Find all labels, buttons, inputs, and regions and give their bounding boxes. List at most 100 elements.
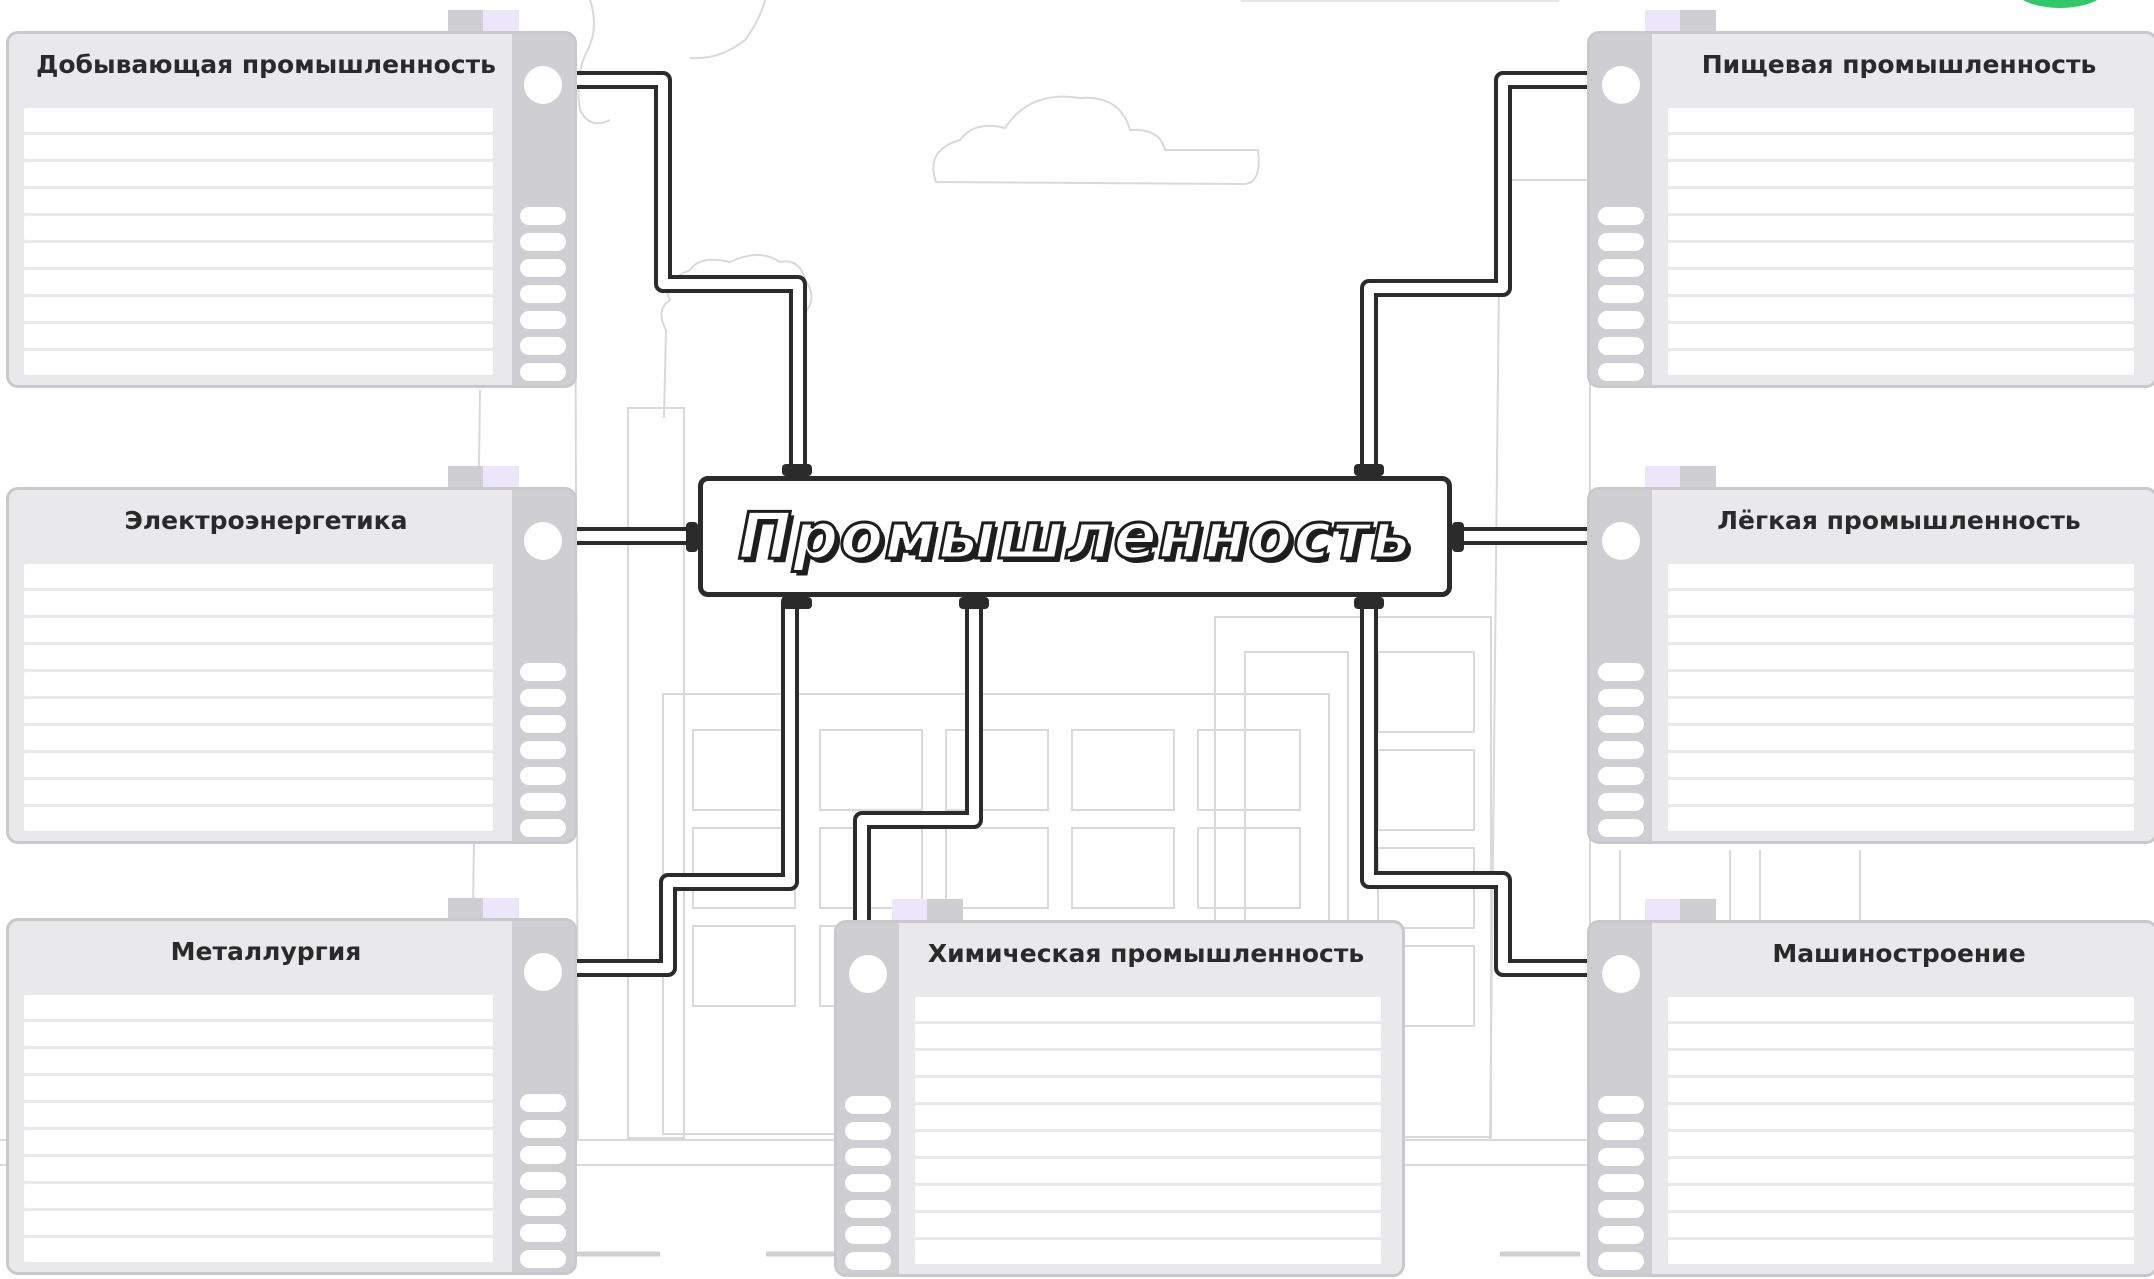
writing-line[interactable] <box>24 243 493 267</box>
spine-pin-icon <box>1598 1148 1644 1166</box>
writing-line[interactable] <box>1668 726 2134 750</box>
writing-line[interactable] <box>1668 1078 2134 1102</box>
writing-line[interactable] <box>1668 1240 2134 1264</box>
writing-line[interactable] <box>915 1186 1381 1210</box>
spine-pin-icon <box>1598 311 1644 329</box>
spine-pin-icon <box>520 793 566 811</box>
writing-line[interactable] <box>24 672 493 696</box>
writing-line[interactable] <box>1668 243 2134 267</box>
writing-line[interactable] <box>24 135 493 159</box>
writing-line[interactable] <box>915 1024 1381 1048</box>
writing-line[interactable] <box>1668 807 2134 831</box>
writing-line[interactable] <box>24 564 493 588</box>
writing-line[interactable] <box>1668 1186 2134 1210</box>
writing-line[interactable] <box>1668 351 2134 375</box>
writing-lines <box>24 995 493 1262</box>
writing-line[interactable] <box>24 1211 493 1235</box>
writing-line[interactable] <box>1668 753 2134 777</box>
writing-line[interactable] <box>915 1240 1381 1264</box>
spine-pin-icon <box>520 285 566 303</box>
writing-lines <box>1668 564 2134 831</box>
writing-line[interactable] <box>24 108 493 132</box>
spine-pin-icon <box>520 1224 566 1242</box>
writing-line[interactable] <box>24 1238 493 1262</box>
spine-pin-icon <box>845 1200 891 1218</box>
writing-line[interactable] <box>24 189 493 213</box>
writing-line[interactable] <box>1668 1132 2134 1156</box>
branch-card-metallurgy: Металлургия <box>6 918 577 1275</box>
writing-line[interactable] <box>24 1022 493 1046</box>
writing-line[interactable] <box>1668 1051 2134 1075</box>
spine-pin-icon <box>1598 819 1644 837</box>
writing-line[interactable] <box>1668 270 2134 294</box>
writing-line[interactable] <box>24 780 493 804</box>
writing-line[interactable] <box>24 699 493 723</box>
spine-pin-icon <box>1598 715 1644 733</box>
spine-pin-icon <box>1598 233 1644 251</box>
spine-pin-icon <box>520 233 566 251</box>
writing-line[interactable] <box>24 1103 493 1127</box>
writing-line[interactable] <box>24 162 493 186</box>
writing-line[interactable] <box>915 1078 1381 1102</box>
writing-line[interactable] <box>1668 645 2134 669</box>
writing-line[interactable] <box>1668 564 2134 588</box>
writing-line[interactable] <box>24 645 493 669</box>
spine-pin-icon <box>1598 1174 1644 1192</box>
writing-line[interactable] <box>1668 108 2134 132</box>
spine-pin-icon <box>845 1096 891 1114</box>
spine-pin-icon <box>520 715 566 733</box>
writing-line[interactable] <box>915 1132 1381 1156</box>
writing-line[interactable] <box>1668 997 2134 1021</box>
writing-line[interactable] <box>1668 189 2134 213</box>
writing-line[interactable] <box>915 997 1381 1021</box>
writing-line[interactable] <box>24 995 493 1019</box>
writing-line[interactable] <box>24 1130 493 1154</box>
writing-line[interactable] <box>24 1049 493 1073</box>
writing-line[interactable] <box>24 591 493 615</box>
writing-line[interactable] <box>24 324 493 348</box>
spine-pin-icon <box>520 207 566 225</box>
writing-line[interactable] <box>24 270 493 294</box>
spine-pin-icon <box>1598 1252 1644 1270</box>
writing-line[interactable] <box>1668 297 2134 321</box>
branch-card-mining: Добывающая промышленность <box>6 31 577 388</box>
writing-line[interactable] <box>1668 1024 2134 1048</box>
spine-pin-icon <box>520 1172 566 1190</box>
spine-pin-icon <box>1598 363 1644 381</box>
writing-line[interactable] <box>1668 324 2134 348</box>
writing-line[interactable] <box>1668 618 2134 642</box>
branch-card-light: Лёгкая промышленность <box>1587 487 2154 844</box>
writing-line[interactable] <box>915 1159 1381 1183</box>
writing-line[interactable] <box>24 1157 493 1181</box>
writing-line[interactable] <box>24 807 493 831</box>
writing-line[interactable] <box>24 726 493 750</box>
writing-line[interactable] <box>1668 1159 2134 1183</box>
writing-line[interactable] <box>915 1213 1381 1237</box>
writing-line[interactable] <box>1668 216 2134 240</box>
writing-line[interactable] <box>24 618 493 642</box>
spine-pin-icon <box>520 689 566 707</box>
writing-line[interactable] <box>915 1051 1381 1075</box>
pipe-machine <box>1369 602 1616 968</box>
writing-line[interactable] <box>915 1105 1381 1129</box>
writing-line[interactable] <box>1668 162 2134 186</box>
spine-pin-icon <box>1598 207 1644 225</box>
writing-line[interactable] <box>1668 135 2134 159</box>
writing-line[interactable] <box>24 297 493 321</box>
writing-line[interactable] <box>1668 591 2134 615</box>
branch-card-food: Пищевая промышленность <box>1587 31 2154 388</box>
writing-lines <box>915 997 1381 1264</box>
writing-line[interactable] <box>24 1076 493 1100</box>
writing-line[interactable] <box>24 753 493 777</box>
writing-line[interactable] <box>24 216 493 240</box>
branch-title: Лёгкая промышленность <box>1652 500 2146 542</box>
writing-line[interactable] <box>24 351 493 375</box>
writing-line[interactable] <box>1668 1105 2134 1129</box>
writing-line[interactable] <box>1668 672 2134 696</box>
writing-line[interactable] <box>1668 1213 2134 1237</box>
writing-line[interactable] <box>24 1184 493 1208</box>
branch-title: Машиностроение <box>1652 933 2146 975</box>
writing-line[interactable] <box>1668 780 2134 804</box>
spine-pin-icon <box>845 1122 891 1140</box>
writing-line[interactable] <box>1668 699 2134 723</box>
